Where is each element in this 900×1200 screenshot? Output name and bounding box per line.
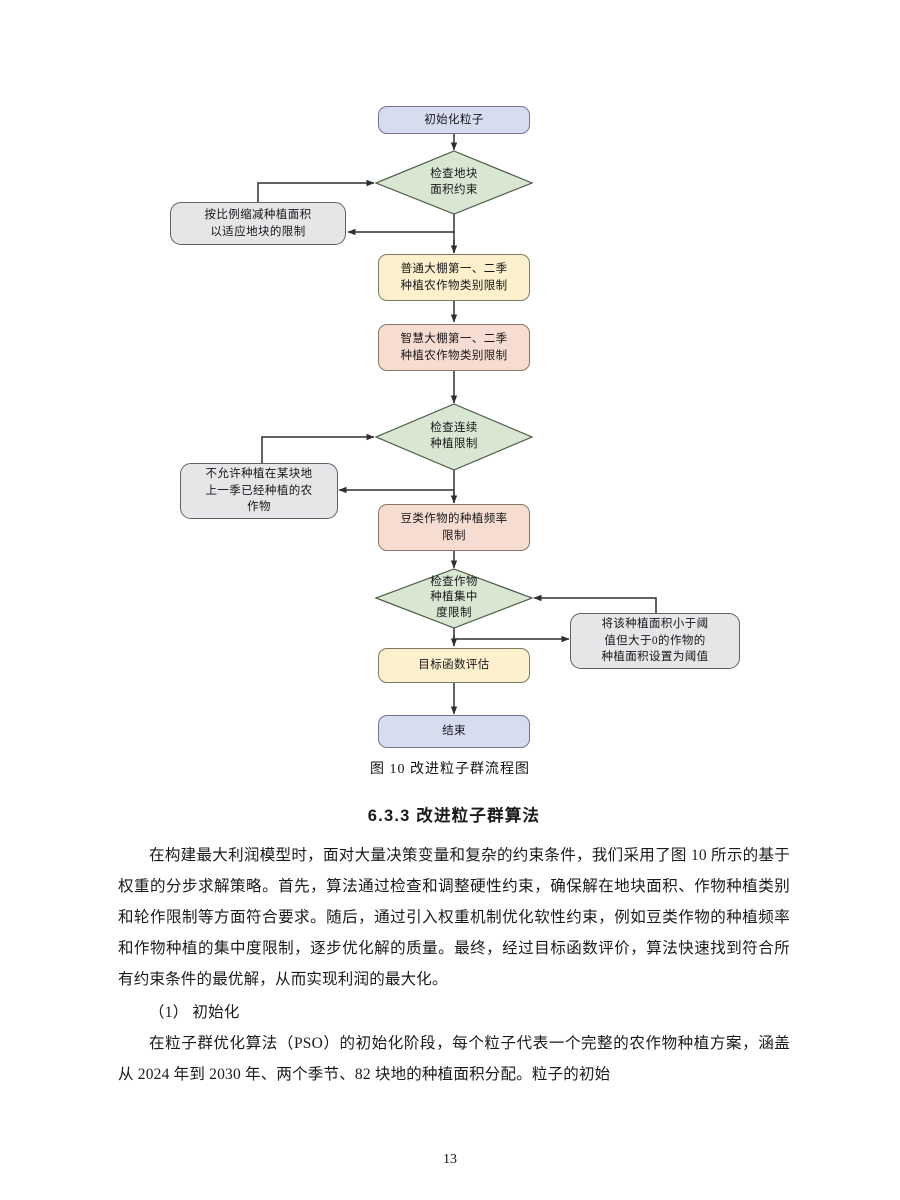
flowchart-connectors: [257, 134, 657, 715]
paragraph-initialization: 在粒子群优化算法（PSO）的初始化阶段，每个粒子代表一个完整的农作物种植方案，涵…: [118, 1035, 790, 1083]
section-heading: 6.3.3 改进粒子群算法: [367, 807, 541, 825]
node-end: 结束: [378, 715, 530, 748]
figure-caption: 图 10 改进粒子群流程图: [370, 762, 530, 777]
node-normal-greenhouse-limit: 普通大棚第一、二季 种植农作物类别限制: [378, 254, 530, 301]
subheading-initialization: （1） 初始化: [149, 1004, 240, 1021]
decision-check-land-area: [374, 150, 534, 215]
edge-no-repeat-to-check-continuous: [261, 433, 375, 464]
node-threshold-fix: 将该种植面积小于阈 值但大于0的作物的 种植面积设置为阈值: [570, 613, 740, 669]
decision-check-continuous: [374, 403, 534, 471]
node-bean-frequency-limit: 豆类作物的种植频率 限制: [378, 504, 530, 551]
figure-flowchart: 检查地块 面积约束 检查连续 种植限制 检查作物 种植集中 度限制 初始化粒子 …: [170, 106, 740, 777]
node-no-repeat-crop: 不允许种植在某块地 上一季已经种植的农 作物: [180, 463, 338, 519]
page-number: 13: [443, 1152, 457, 1167]
document-body: 6.3.3 改进粒子群算法 在构建最大利润模型时，面对大量决策变量和复杂的约束条…: [118, 790, 790, 1092]
node-start: 初始化粒子: [378, 106, 530, 134]
node-smart-greenhouse-limit: 智慧大棚第一、二季 种植农作物类别限制: [378, 324, 530, 371]
edge-threshold-to-check-concentration: [533, 594, 657, 613]
edge-scale-down-to-check-land: [257, 179, 375, 202]
node-objective-evaluation: 目标函数评估: [378, 648, 530, 683]
paragraph-algorithm-overview: 在构建最大利润模型时，面对大量决策变量和复杂的约束条件，我们采用了图 10 所示…: [118, 847, 790, 988]
decision-check-concentration: [374, 568, 534, 629]
node-scale-down-area: 按比例缩减种植面积 以适应地块的限制: [170, 202, 346, 245]
